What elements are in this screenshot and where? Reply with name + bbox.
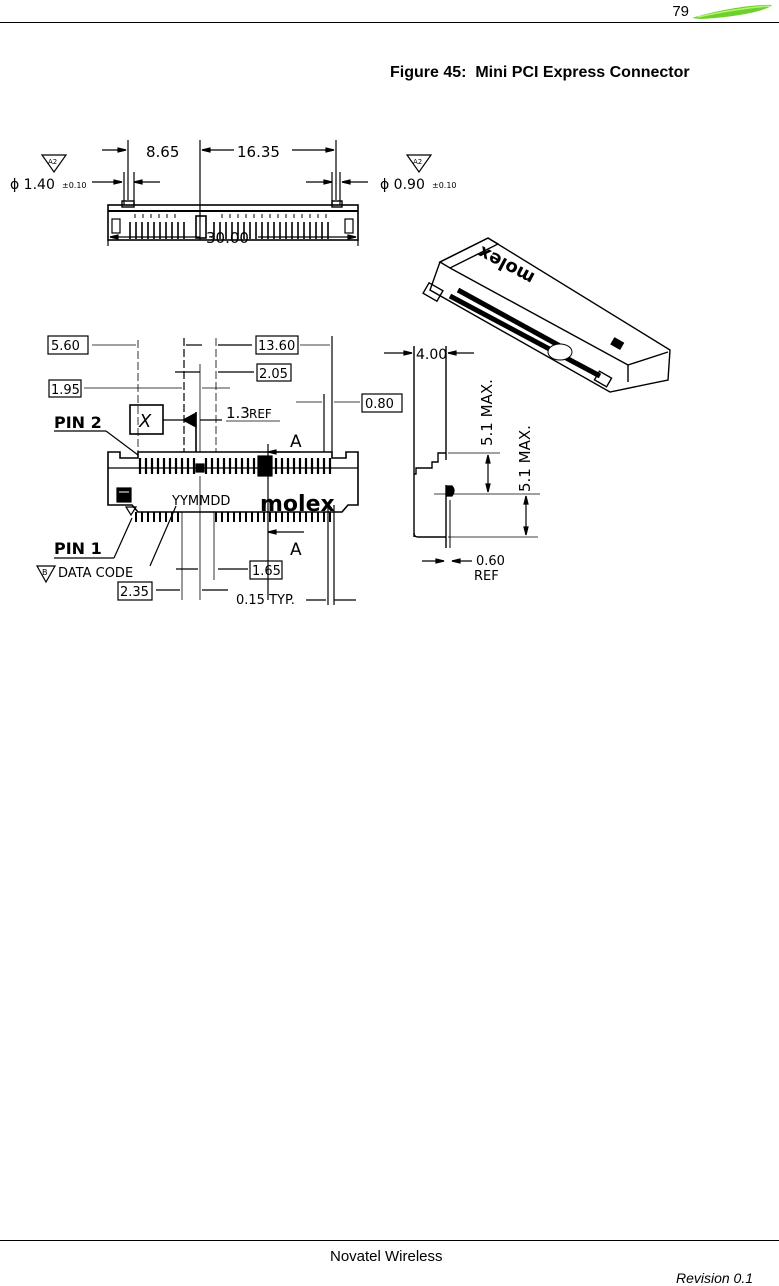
footer-revision: Revision 0.1 [675,1270,753,1286]
dim-2-35: 2.35 [120,585,149,600]
dim-8-65: 8.65 [146,143,179,161]
dim-16-35: 16.35 [237,143,280,161]
side-view: 4.00 5.1 MAX. 5.1 MAX. 0.60 REF [384,346,540,584]
svg-text:A2: A2 [48,158,57,166]
isometric-view: molex [422,237,671,393]
company-logo-icon [692,4,772,19]
dim-5-1-max-upper: 5.1 MAX. [478,379,496,446]
iso-brand-text: molex [474,241,538,288]
front-view: 5.60 13.60 2.05 1.95 0.80 X 1.3 REF [35,335,403,608]
dim-1-95: 1.95 [51,383,80,398]
svg-text:B: B [42,568,48,577]
dim-0-80: 0.80 [365,397,394,412]
svg-text:±0.10: ±0.10 [432,181,457,190]
dim-2-05: 2.05 [259,367,288,382]
figure-caption: Figure 45: Mini PCI Express Connector [390,64,690,81]
brand-molex: molex [260,492,335,517]
ref-1-3: 1.3 [226,404,250,422]
pitch-typ: 0.15 TYP. [236,593,295,608]
svg-text:REF: REF [249,407,272,421]
svg-text:A2: A2 [413,158,422,166]
dim-30-00: 30.00 [206,229,249,247]
top-view: 8.65 16.35 A2 ϕ 1.40 ±0.10 A2 ϕ 0.90 ±0.… [10,140,457,247]
dim-13-60: 13.60 [258,339,295,354]
section-a-top: A [290,432,302,452]
pin2-label: PIN 2 [54,413,102,432]
connector-drawing: 8.65 16.35 A2 ϕ 1.40 ±0.10 A2 ϕ 0.90 ±0.… [10,140,671,608]
datum-x: X [138,411,152,432]
hole-left-dim: ϕ 1.40 [10,177,55,193]
dim-1-65: 1.65 [252,564,281,579]
dim-5-60: 5.60 [51,339,80,354]
pin1-label: PIN 1 [54,539,102,558]
hole-right-dim: ϕ 0.90 [380,177,425,193]
svg-text:REF: REF [474,569,499,584]
page-number: 79 [672,3,689,20]
svg-text:±0.10: ±0.10 [62,181,87,190]
yymmdd-label: YYMMDD [171,494,230,509]
section-a-bottom: A [290,540,302,560]
dim-5-1-max-lower: 5.1 MAX. [516,425,534,492]
dim-4-00: 4.00 [416,347,447,363]
date-code-label: DATA CODE [58,566,133,581]
footer-company: Novatel Wireless [330,1248,443,1265]
footer-rule [0,1240,779,1241]
dim-0-60: 0.60 [476,554,505,569]
header-rule [0,22,779,23]
